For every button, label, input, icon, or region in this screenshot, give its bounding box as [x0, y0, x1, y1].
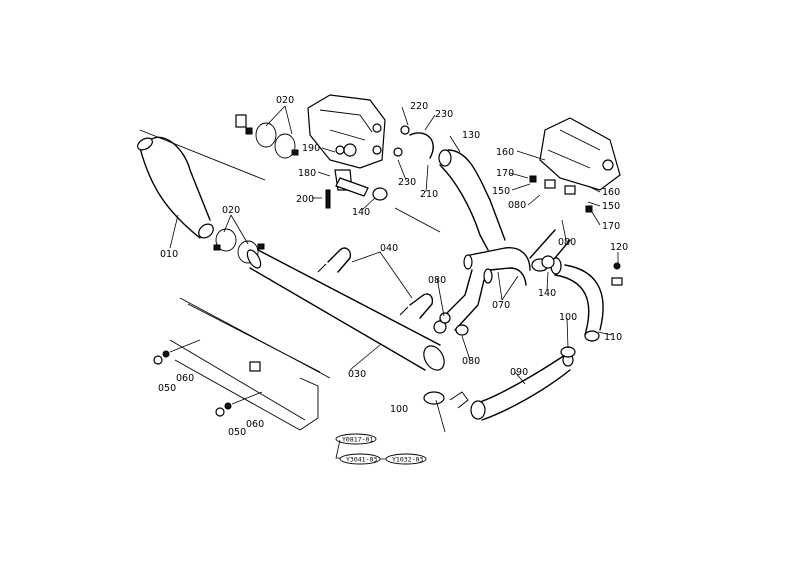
radiator-hose-010: [137, 136, 214, 239]
label-060-lower: 060: [246, 419, 264, 430]
hose-clamps-020: [213, 114, 299, 264]
label-190: 190: [302, 143, 320, 154]
leader-lines: [169, 105, 619, 385]
label-140-left: 140: [352, 207, 370, 218]
main-pipe-030: [246, 249, 447, 371]
part-labels: 020 020 010 040 030 050 060 050 060 220 …: [158, 95, 628, 438]
label-230-bottom: 230: [398, 177, 416, 188]
label-150-left: 150: [492, 186, 510, 197]
label-070: 070: [492, 300, 510, 311]
label-220: 220: [410, 101, 428, 112]
label-010: 010: [160, 249, 178, 260]
hose-090: [449, 353, 574, 421]
hose-110: [550, 257, 623, 342]
label-080-mid: 080: [428, 275, 446, 286]
label-020-mid: 020: [222, 205, 240, 216]
label-080-top: 080: [508, 200, 526, 211]
label-230-top: 230: [435, 109, 453, 120]
label-080-right: 080: [558, 237, 576, 248]
label-060-upper: 060: [176, 373, 194, 384]
clamps-100: [423, 346, 576, 433]
reference-boxes: Y0817-01 Y3041-03 Y1032-03: [335, 433, 427, 465]
bolts-050-060: [153, 339, 263, 417]
label-160-right: 160: [602, 187, 620, 198]
small-hardware: [325, 145, 621, 270]
label-170-left: 170: [496, 168, 514, 179]
label-170-right: 170: [602, 221, 620, 232]
connector-pipe: [439, 269, 485, 336]
label-090: 090: [510, 367, 528, 378]
label-160-left: 160: [496, 147, 514, 158]
label-050-lower: 050: [228, 427, 246, 438]
thermostat-housing: [529, 117, 621, 213]
label-130: 130: [462, 130, 480, 141]
hose-070: [463, 229, 571, 286]
label-100-right: 100: [559, 312, 577, 323]
chassis-outline: [139, 129, 441, 431]
label-040: 040: [380, 243, 398, 254]
label-030: 030: [348, 369, 366, 380]
label-050-upper: 050: [158, 383, 176, 394]
ref-label-3: Y1032-03: [392, 456, 423, 464]
label-110: 110: [604, 332, 622, 343]
label-210: 210: [420, 189, 438, 200]
label-080-bottom: 080: [462, 356, 480, 367]
label-180: 180: [298, 168, 316, 179]
frame-block: [249, 361, 261, 372]
label-150-right: 150: [602, 201, 620, 212]
hose-130: [438, 149, 506, 251]
ref-oval-1: [335, 433, 377, 445]
label-200: 200: [296, 194, 314, 205]
label-100-left: 100: [390, 404, 408, 415]
label-020-top: 020: [276, 95, 294, 106]
ref-label-2: Y3041-03: [346, 456, 377, 464]
label-120: 120: [610, 242, 628, 253]
u-bolts-040: [317, 247, 434, 319]
ref-label-1: Y0817-01: [342, 436, 373, 444]
label-140-right: 140: [538, 288, 556, 299]
